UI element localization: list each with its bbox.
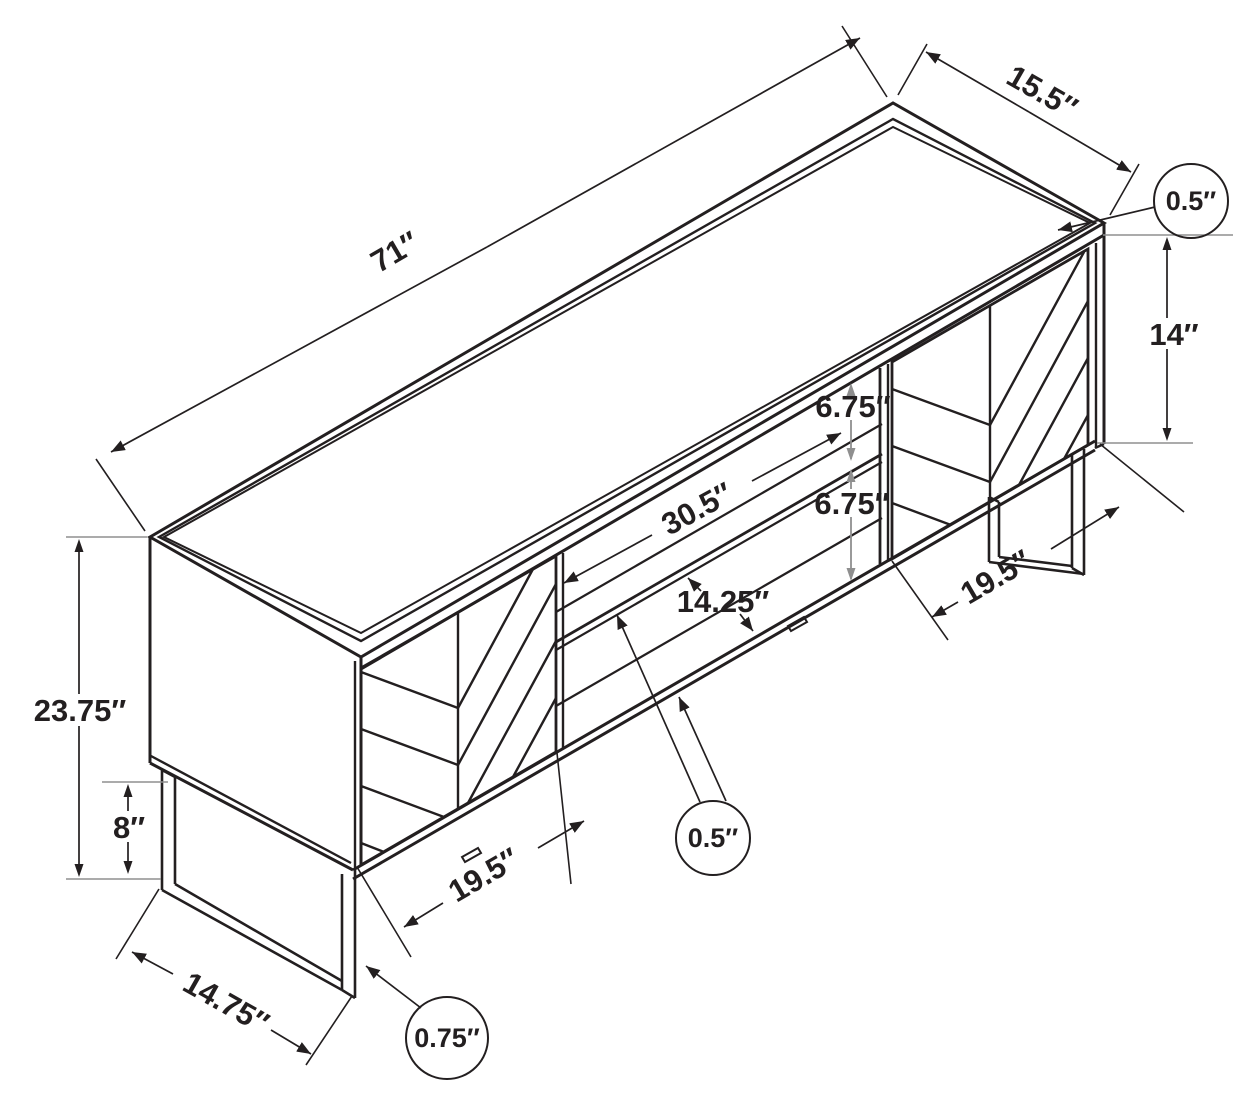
dim-label-0-5-mid: 0.5″ [688,823,739,853]
dim-label-8: 8″ [113,810,145,845]
callout-circle-shelf-thickness [675,800,751,876]
dim-label-14-75: 14.75″ [177,965,275,1041]
gray-shelf-dimensions [846,383,856,581]
dim-label-19-5-left: 19.5″ [442,841,525,909]
center-shelf-compartment [555,423,883,707]
dim-label-14-25: 14.25″ [677,584,770,619]
dim-label-6-75-a: 6.75″ [815,389,890,424]
right-metal-leg [987,449,1086,577]
dim-label-6-75-b: 6.75″ [814,486,889,521]
right-chevron-door [890,246,1090,562]
dim-label-71: 71″ [365,224,425,279]
cabinet-left-side-panel [148,537,363,872]
dim-label-15-5: 15.5″ [1001,58,1084,126]
callout-circle-top-thickness [1153,163,1229,239]
callouts [365,163,1229,1080]
callout-circle-leg-tube [405,996,489,1080]
dim-label-30-5: 30.5″ [656,475,739,542]
dim-label-19-5-right: 19.5″ [954,543,1037,611]
dim-label-14: 14″ [1149,317,1198,352]
left-metal-leg [160,768,357,1000]
extension-lines [66,25,1233,1066]
dim-label-0-5-top: 0.5″ [1166,186,1217,216]
dim-label-23-75: 23.75″ [34,693,127,728]
dimension-lines [74,37,1172,1055]
center-divider [878,364,890,564]
cabinet-right-edge [1094,223,1106,450]
left-chevron-door [359,553,565,868]
dim-label-0-75: 0.75″ [414,1023,480,1053]
